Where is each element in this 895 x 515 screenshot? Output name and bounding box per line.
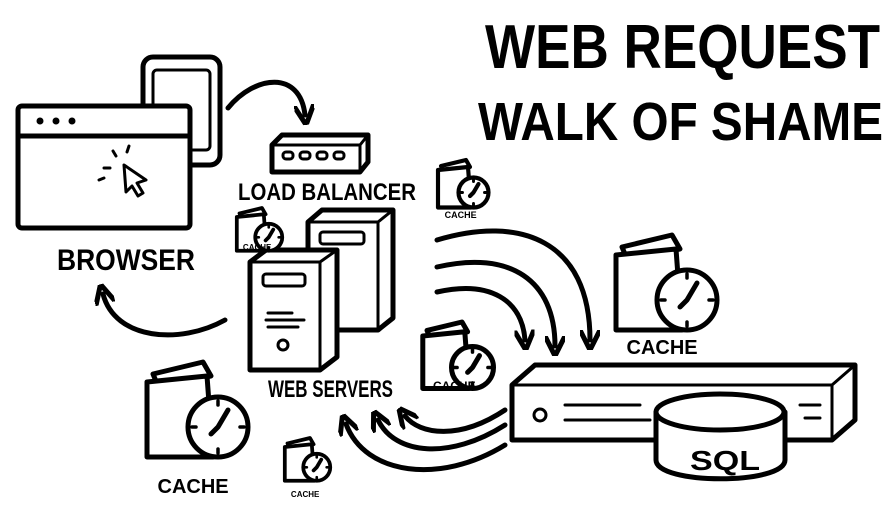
arrow-to-browser: [103, 294, 228, 338]
cache-label: CACHE: [433, 379, 476, 393]
cache-icon: [613, 232, 720, 333]
cache-label: CACHE: [291, 490, 320, 499]
cache-label: CACHE: [627, 337, 698, 359]
title-line2: WALK OF SHAME: [478, 92, 883, 152]
arrow-to-sql: [434, 259, 555, 346]
arrow-to-sql: [434, 228, 590, 340]
cache-label: CACHE: [445, 210, 477, 220]
web-servers-label: WEB SERVERS: [268, 376, 393, 403]
load-balancer-icon: [269, 132, 371, 175]
arrow-to-load-balancer: [225, 79, 305, 115]
cache-label: CACHE: [158, 476, 229, 498]
cache-icon: [234, 206, 285, 253]
arrow-to-web-servers: [405, 410, 508, 434]
database-cylinder-icon: [653, 391, 788, 482]
cache-icon: [435, 157, 491, 210]
browser-label: BROWSER: [57, 244, 195, 277]
web-server-icon: [247, 247, 340, 373]
load-balancer-label: LOAD BALANCER: [238, 179, 416, 206]
cache-icon: [282, 436, 333, 483]
title-line1: WEB REQUEST: [485, 13, 880, 82]
arrow-to-sql: [434, 286, 525, 340]
cache-icon: [144, 359, 251, 460]
arrow-to-web-servers: [378, 420, 508, 452]
cache-icon: [420, 319, 496, 391]
cache-label: CACHE: [243, 243, 272, 252]
arrow-to-web-servers: [346, 424, 508, 473]
browser-window-icon: [15, 103, 193, 231]
sql-label: SQL: [690, 445, 760, 476]
